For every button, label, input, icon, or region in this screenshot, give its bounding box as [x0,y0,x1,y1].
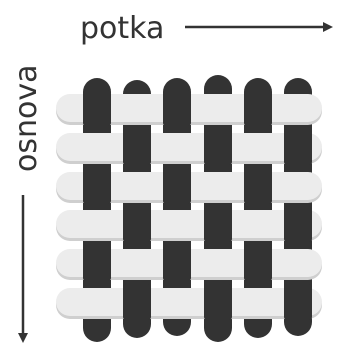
warp-over-crossing [123,129,151,165]
warp-over-crossing [284,206,312,242]
warp-over-crossing [204,206,232,242]
warp-over-crossing [244,168,272,204]
warp-over-crossing [163,245,191,281]
warp-over-crossing [284,129,312,165]
weft-thread [56,210,322,238]
warp-over-crossing [123,284,151,320]
warp-over-crossing [83,168,111,204]
weave-pattern [56,75,322,342]
warp-over-crossing [123,206,151,242]
warp-over-crossing [163,168,191,204]
weft-label: potka [80,11,164,46]
warp-over-crossing [204,129,232,165]
warp-over-crossing [83,90,111,126]
warp-label: osnova [9,65,44,173]
weft-thread [56,288,322,316]
warp-over-crossing [244,245,272,281]
warp-over-crossing [244,90,272,126]
warp-over-crossing [284,284,312,320]
weft-thread [56,133,322,161]
warp-over-crossing [83,245,111,281]
warp-over-crossing [163,90,191,126]
warp-over-crossing [204,284,232,320]
